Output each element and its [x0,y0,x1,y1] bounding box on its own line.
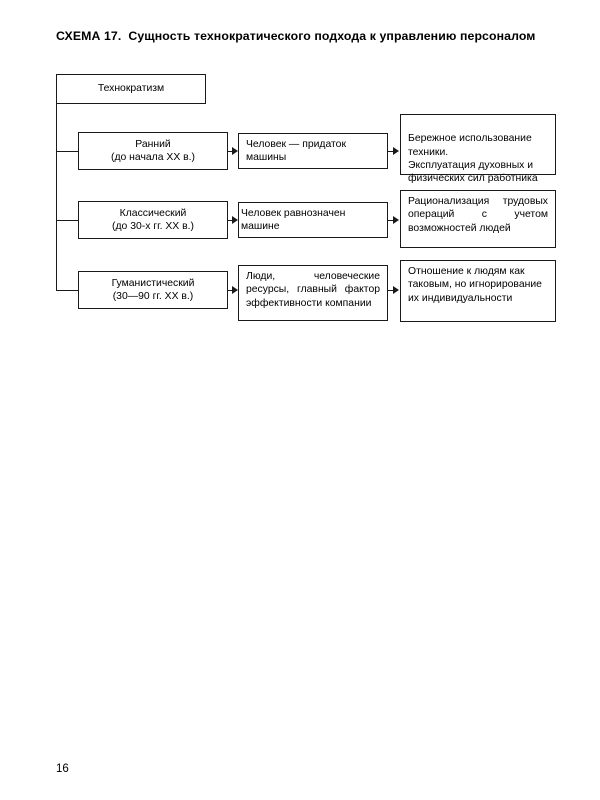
connector-line-stage-to-middle-row-1 [228,151,233,153]
outcome-box-row-3: Отношение к людям как таковым, но игнори… [400,260,556,322]
middle-text-row-2: Человек равнозначен машине [241,207,346,232]
arrow-head-stage-to-middle-row-2 [232,216,238,224]
outcome-text-row-2: Рационализация трудовых операций с учето… [408,196,548,234]
middle-box-row-3: Люди, человеческие ресурсы, главный факт… [238,265,388,321]
branch-stub-row-1 [56,151,78,153]
arrow-head-middle-to-right-row-3 [393,286,399,294]
connector-line-middle-to-right-row-3 [388,290,394,292]
branch-stub-row-3 [56,290,78,292]
stage-name-row-2: Классический [119,207,187,219]
connector-line-middle-to-right-row-2 [388,220,394,222]
stage-period-row-3: (30—90 гг. XX в.) [112,291,194,302]
connector-line-stage-to-middle-row-2 [228,220,233,222]
arrow-head-middle-to-right-row-2 [393,216,399,224]
middle-text-row-3: Люди, человеческие ресурсы, главный факт… [246,271,380,309]
page-number: 16 [56,763,69,775]
arrow-head-middle-to-right-row-1 [393,147,399,155]
stage-box-row-1: Ранний (до начала XX в.) [78,132,228,170]
connector-line-stage-to-middle-row-3 [228,290,233,292]
outcome-box-row-1: Бережное использование техники. Эксплуат… [400,114,556,184]
scheme-number: СХЕМА 17. [56,29,122,43]
root-node-technocratism: Технократизм [56,74,206,104]
outcome-text-row-3: Отношение к людям как таковым, но игнори… [408,266,542,304]
root-node-label: Технократизм [97,83,165,95]
stage-box-row-2: Классический (до 30-х гг. XX в.) [78,201,228,239]
arrow-head-stage-to-middle-row-1 [232,147,238,155]
middle-text-row-1: Человек — придаток машины [246,138,346,163]
scheme-title-text: Сущность технократического подхода к упр… [128,29,536,43]
middle-box-row-2: Человек равнозначен машине [238,202,388,238]
stage-period-row-2: (до 30-х гг. XX в.) [112,221,194,232]
stage-box-row-3: Гуманистический (30—90 гг. XX в.) [78,271,228,309]
arrow-head-stage-to-middle-row-3 [232,286,238,294]
middle-box-row-1: Человек — придаток машины [238,133,388,169]
connector-line-middle-to-right-row-1 [388,151,394,153]
stage-period-row-1: (до начала XX в.) [110,152,195,163]
outcome-text-row-1: Бережное использование техники. Эксплуат… [408,133,538,185]
stage-name-row-3: Гуманистический [111,277,195,289]
branch-stub-row-2 [56,220,78,222]
technocracy-approach-diagram: Технократизм Ранний (до начала XX в.) Че… [0,0,600,360]
outcome-box-row-2: Рационализация трудовых операций с учето… [400,190,556,248]
trunk-vertical-line [56,104,58,291]
page-title: СХЕМА 17. Сущность технократического подх… [56,29,566,43]
stage-name-row-1: Ранний [135,138,171,150]
